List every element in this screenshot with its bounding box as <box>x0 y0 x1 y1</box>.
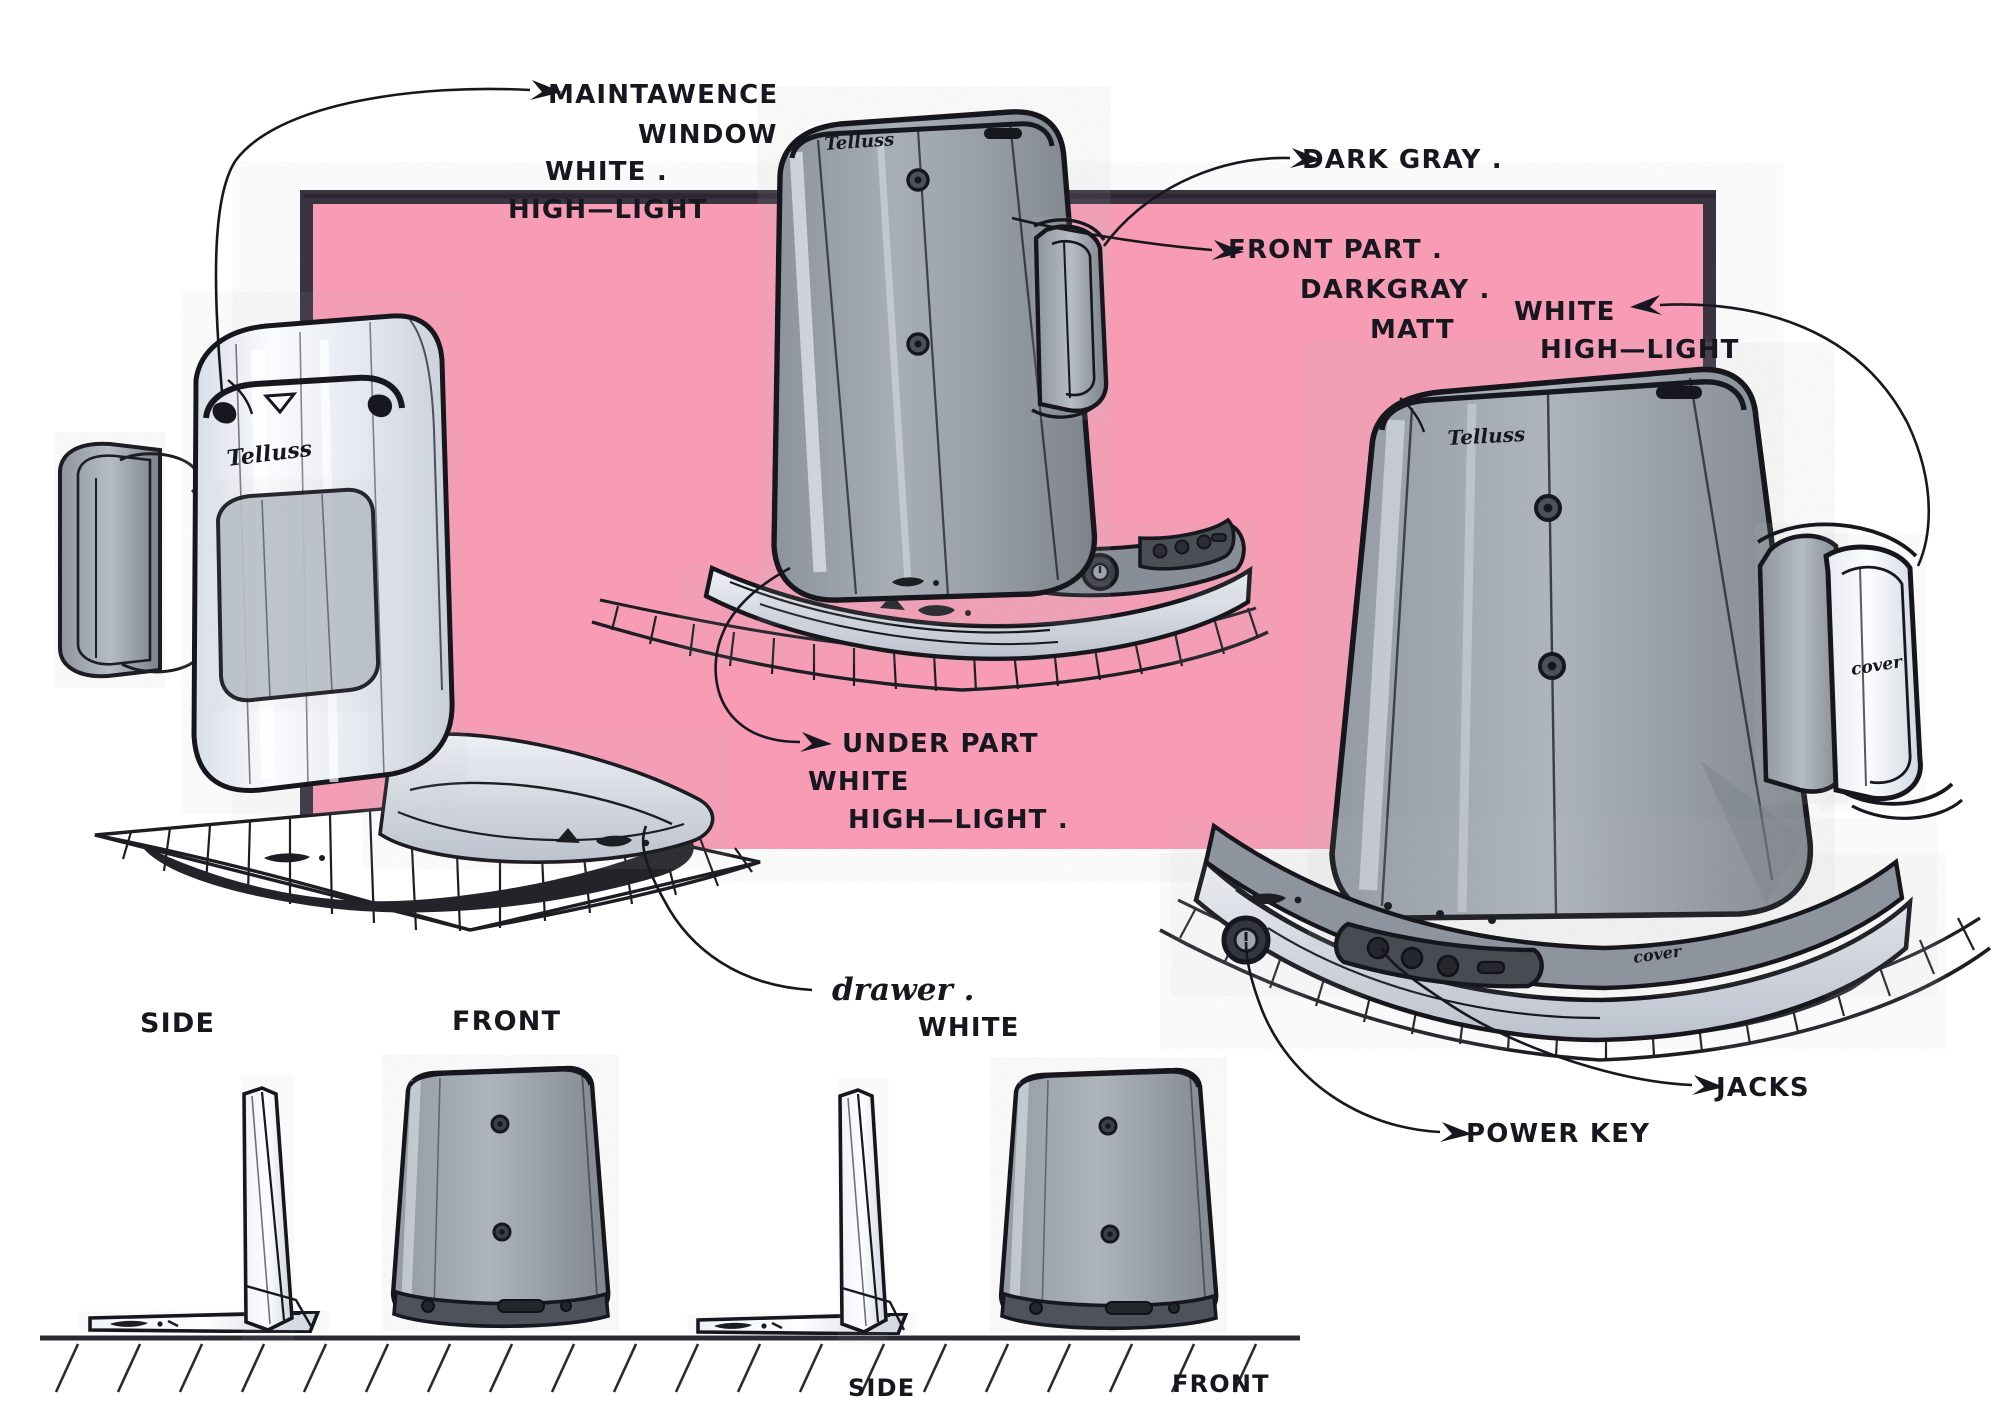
base-foot-left <box>140 836 694 913</box>
left-white-device-side-view: Telluss <box>58 313 761 932</box>
right-device-front-three-quarter-view: Telluss <box>1159 366 1992 1062</box>
annotation-under-part-line-1: UNDER PART <box>842 729 1039 759</box>
drawer-tray-left <box>264 732 715 864</box>
bottom-side-orthographic-view-2 <box>696 1088 909 1336</box>
jacks-right[interactable] <box>1334 921 1544 989</box>
annotation-dark-gray-line-1: DARK GRAY . <box>1302 145 1503 175</box>
annotation-under-part-line-3: HIGH—LIGHT . <box>848 805 1069 835</box>
annotation-leader-lines <box>214 87 1931 1134</box>
body-fasteners-center <box>906 168 930 356</box>
annotation-power-key-line-1: POWER KEY <box>1466 1119 1650 1149</box>
annotation-white-highlight-line-2: HIGH—LIGHT <box>1540 335 1740 365</box>
annotation-jacks-line-1: JACKS <box>1714 1073 1810 1103</box>
ground-hatching-bottom <box>54 1343 1258 1393</box>
center-device-front-three-quarter-view: Telluss <box>591 109 1269 692</box>
view-label-front-top: FRONT <box>452 1006 561 1037</box>
annotation-under-part-line-2: WHITE <box>808 767 910 797</box>
bottom-orthographic-row <box>40 1065 1300 1393</box>
main-body-right-dark: Telluss <box>1329 366 1814 921</box>
body-fasteners-right <box>1534 494 1566 680</box>
leader-maintenance-window <box>214 87 531 393</box>
side-pod-right: cover <box>1756 522 1964 820</box>
annotation-maintenance-window-line-1: MAINTAWENCE <box>548 80 778 110</box>
annotations-layer: MAINTAWENCE WINDOW WHITE . HIGH—LIGHT DA… <box>140 80 1810 1402</box>
annotation-front-part: FRONT PART . DARKGRAY . MATT <box>1228 235 1491 345</box>
logo-right-text: Telluss <box>1447 422 1526 450</box>
logo-center-text: Telluss <box>824 129 895 155</box>
under-part-center <box>703 564 1253 661</box>
annotation-drawer-line-1: drawer . <box>832 972 974 1008</box>
bottom-side-orthographic-view-1 <box>88 1086 321 1334</box>
maintenance-window-latch <box>984 128 1022 139</box>
control-strip-right: cover <box>1203 822 1905 991</box>
leader-drawer <box>641 825 813 992</box>
bottom-front-orthographic-view-1 <box>390 1065 611 1329</box>
main-body-center-dark: Telluss <box>771 109 1098 603</box>
maintenance-window-latch-right <box>1656 386 1702 399</box>
annotation-white-highlight-right: WHITE HIGH—LIGHT <box>1514 297 1740 365</box>
annotation-front-part-line-2: DARKGRAY . <box>1300 275 1491 305</box>
maintenance-window-right <box>1379 379 1747 433</box>
leader-dark-gray <box>1102 156 1291 247</box>
jacks-center[interactable] <box>1138 517 1236 571</box>
annotation-power-key: POWER KEY <box>1466 1119 1650 1149</box>
annotation-drawer-line-2: WHITE <box>918 1013 1020 1043</box>
view-label-side-bottom: SIDE <box>848 1374 915 1402</box>
annotation-maintenance-window: MAINTAWENCE WINDOW WHITE . HIGH—LIGHT <box>508 80 778 225</box>
annotation-under-part: UNDER PART WHITE HIGH—LIGHT . <box>808 729 1069 835</box>
vent-dots-center <box>892 577 939 587</box>
view-label-side-top: SIDE <box>140 1008 215 1039</box>
annotation-dark-gray: DARK GRAY . <box>1302 145 1503 175</box>
annotation-drawer: drawer . WHITE <box>832 972 1020 1043</box>
logo-right-device: Telluss <box>1447 422 1526 450</box>
annotation-white-highlight-line-1: WHITE <box>1514 297 1616 327</box>
annotation-maintenance-window-line-4: HIGH—LIGHT <box>508 195 708 225</box>
annotation-maintenance-window-line-3: WHITE . <box>545 157 668 187</box>
recessed-panel-left <box>215 487 381 703</box>
leader-white-highlight <box>1659 303 1931 567</box>
annotation-arrowheads <box>530 80 1724 1142</box>
leader-under-part <box>714 566 801 744</box>
annotation-front-part-line-3: MATT <box>1370 315 1455 345</box>
logo-center-device: Telluss <box>824 129 895 155</box>
annotation-jacks: JACKS <box>1714 1073 1810 1103</box>
bottom-front-orthographic-view-2 <box>998 1067 1219 1331</box>
side-pod-left <box>58 441 200 679</box>
main-body-left-white: Telluss <box>191 313 455 793</box>
annotation-maintenance-window-line-2: WINDOW <box>638 120 778 150</box>
side-pod-center <box>1031 218 1109 419</box>
leader-front-part <box>1011 216 1213 252</box>
annotation-front-part-line-1: FRONT PART . <box>1228 235 1443 265</box>
vent-dots-right <box>1246 893 1496 924</box>
leader-jacks <box>1380 947 1693 1087</box>
maintenance-window-center <box>789 121 1055 159</box>
power-key-right[interactable] <box>1221 915 1271 965</box>
view-label-front-bottom: FRONT <box>1172 1370 1270 1398</box>
maintenance-window-left <box>203 374 405 424</box>
leader-power-key <box>1244 941 1441 1134</box>
